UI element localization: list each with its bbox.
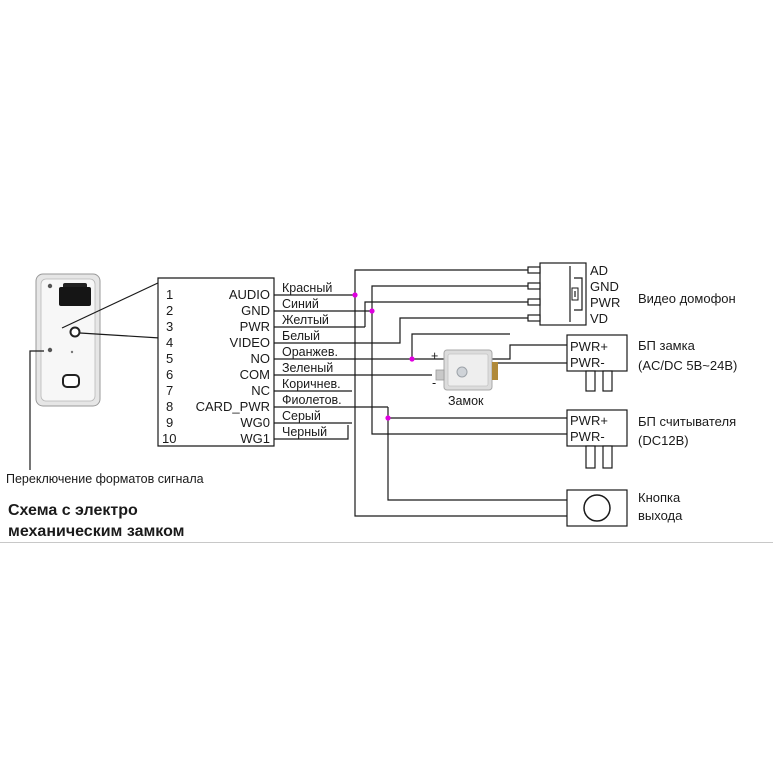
divider [0, 542, 773, 543]
wire-label-orange: Оранжев. [282, 345, 338, 359]
diagram-title: Схема с электро механическим замком [8, 500, 185, 542]
controller-pin-names: AUDIO GND PWR VIDEO NO COM NC CARD_PWR W… [196, 287, 270, 446]
pin-number: 7 [166, 383, 173, 398]
pin-name-nc: NC [251, 383, 270, 398]
wire-routes [352, 269, 567, 517]
reader-psu-voltage: (DC12B) [638, 433, 689, 448]
lock-psu-voltage: (AC/DC 5B~24B) [638, 358, 737, 373]
wire-label-green: Зеленый [282, 361, 333, 375]
title-line-2: механическим замком [8, 523, 185, 540]
pin-number: 3 [166, 319, 173, 334]
lock-psu [566, 334, 628, 392]
junction-dot [369, 308, 375, 314]
pin-number: 1 [166, 287, 173, 302]
reader-psu [566, 409, 628, 469]
junction-dot [352, 292, 358, 298]
reader-psu-pwr-plus: PWR+ [570, 413, 608, 428]
wire-label-red: Красный [282, 281, 332, 295]
exit-button-label: Кнопка [638, 490, 681, 505]
pin-name-card-pwr: CARD_PWR [196, 399, 270, 414]
pin-name-wg1: WG1 [240, 431, 270, 446]
title-line-1: Схема с электро [8, 502, 138, 519]
intercom-pins: AD GND PWR VD [590, 263, 620, 326]
lock-image [435, 349, 498, 391]
wire-label-yellow: Желтый [282, 313, 329, 327]
lock-minus: - [432, 376, 436, 390]
signal-switch-note: Переключение форматов сигнала [6, 472, 204, 486]
intercom-pin-pwr: PWR [590, 295, 620, 310]
wire-label-grey: Серый [282, 409, 321, 423]
pin-number: 8 [166, 399, 173, 414]
pin-name-video: VIDEO [230, 335, 270, 350]
junction-dot [385, 415, 391, 421]
pin-number: 2 [166, 303, 173, 318]
junction-dots [352, 292, 415, 421]
reader-psu-pwr-minus: PWR- [570, 429, 605, 444]
wire-label-violet: Фиолетов. [282, 393, 342, 407]
pin-number: 6 [166, 367, 173, 382]
intercom-pin-ad: AD [590, 263, 608, 278]
pin-name-com: COM [240, 367, 270, 382]
intercom-connector [527, 262, 587, 326]
exit-button [566, 489, 628, 527]
controller-pin-numbers: 1 2 3 4 5 6 7 8 9 10 [162, 287, 176, 446]
lock-label: Замок [448, 394, 484, 408]
intercom-pin-gnd: GND [590, 279, 619, 294]
pin-name-gnd: GND [241, 303, 270, 318]
lock-psu-pwr-plus: PWR+ [570, 339, 608, 354]
reader-device [35, 273, 101, 407]
lock-psu-label: БП замка [638, 338, 696, 353]
wire-labels: Красный Синий Желтый Белый Оранжев. Зеле… [282, 281, 342, 439]
wire-stubs [274, 294, 388, 440]
pin-number: 10 [162, 431, 176, 446]
pin-number: 4 [166, 335, 173, 350]
reader-psu-label: БП считывателя [638, 414, 736, 429]
junction-dot [409, 356, 415, 362]
pin-number: 9 [166, 415, 173, 430]
exit-button-label-2: выхода [638, 508, 683, 523]
pin-name-no: NO [251, 351, 271, 366]
pin-name-pwr: PWR [240, 319, 270, 334]
pin-name-wg0: WG0 [240, 415, 270, 430]
lock-psu-pwr-minus: PWR- [570, 355, 605, 370]
lock-plus: + [431, 349, 438, 363]
intercom-label: Видео домофон [638, 291, 736, 306]
pin-number: 5 [166, 351, 173, 366]
wire-label-white: Белый [282, 329, 320, 343]
controller-block [157, 277, 275, 447]
intercom-pin-vd: VD [590, 311, 608, 326]
wire-label-brown: Коричнев. [282, 377, 341, 391]
wire-label-blue: Синий [282, 297, 319, 311]
wire-label-black: Черный [282, 425, 327, 439]
pin-name-audio: AUDIO [229, 287, 270, 302]
